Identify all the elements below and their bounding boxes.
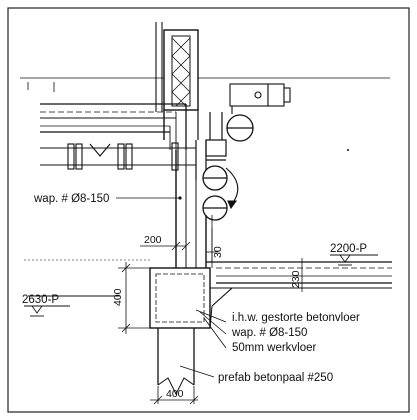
left-floor-slab [40, 103, 187, 150]
detail-dot [347, 149, 349, 151]
wall-top-stub [155, 22, 163, 112]
foundation-beam [149, 267, 234, 329]
dimension-400-horizontal [150, 386, 199, 405]
ground-line [24, 259, 150, 297]
concrete-pile [157, 328, 195, 396]
upper-floor-lines [20, 77, 390, 90]
reinforcement-top-label: wap. # Ø8-150 [33, 193, 109, 205]
level-marker-left [24, 305, 70, 317]
dimension-230 [296, 258, 308, 292]
dimension-200 [140, 240, 191, 252]
level-left-label: 2630-P [22, 294, 59, 306]
horizontal-pipe [40, 142, 196, 171]
annotation-leaders [179, 309, 227, 378]
dimension-30 [206, 228, 218, 263]
drawing-frame [7, 7, 410, 413]
dimension-400-vertical [118, 262, 150, 334]
dimension-230-label: 230 [290, 270, 302, 288]
dimension-200-label: 200 [144, 234, 162, 246]
dimension-30-label: 30 [212, 246, 224, 258]
level-marker-right [330, 254, 378, 266]
level-right-label: 2200-P [330, 243, 367, 255]
flow-arrow [225, 167, 239, 210]
fan-unit [229, 83, 291, 114]
dimension-400-vertical-label: 400 [112, 288, 124, 306]
work-floor-label: 50mm werkvloer [232, 342, 317, 354]
duct-circles [202, 114, 254, 221]
reinforcement-bottom-label: wap. # Ø8-150 [231, 327, 307, 339]
pile-label: prefab betonpaal #250 [218, 372, 333, 384]
insulated-wall-section [163, 29, 199, 140]
floor-cast-label: i.h.w. gestorte betonvloer [232, 312, 360, 324]
dimension-400-horizontal-label: 400 [166, 388, 184, 400]
